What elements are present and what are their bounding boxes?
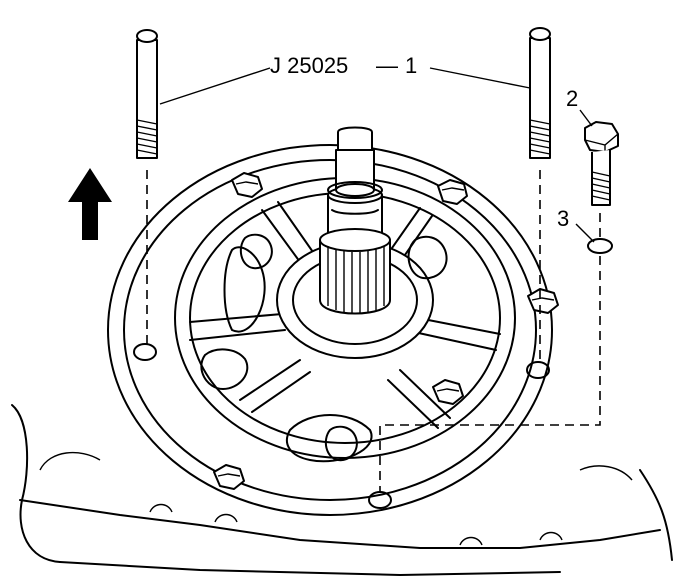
flange-bolt — [437, 179, 468, 205]
flange-bolt — [231, 172, 263, 198]
up-arrow-icon — [68, 168, 112, 240]
flange-bolt — [527, 288, 559, 314]
tool-callout-number: 1 — [405, 53, 417, 78]
washer — [587, 238, 613, 254]
oil-pump-assembly — [107, 126, 559, 516]
flange-bolt — [432, 379, 464, 405]
flange-bolt — [213, 464, 245, 490]
pump-bolt — [584, 121, 619, 206]
alignment-lines — [146, 170, 601, 492]
bolt-callout-number: 2 — [566, 86, 578, 111]
bolt-hole — [133, 343, 157, 361]
transmission-case — [11, 404, 673, 576]
washer-callout-number: 3 — [557, 206, 569, 231]
bolt-hole — [526, 361, 550, 379]
leader-lines — [159, 67, 595, 243]
tool-callout-separator: — — [376, 53, 398, 78]
guide-pin-left — [136, 29, 158, 159]
guide-pin-right — [529, 27, 551, 159]
tool-callout-label: J 25025 — [270, 53, 348, 78]
